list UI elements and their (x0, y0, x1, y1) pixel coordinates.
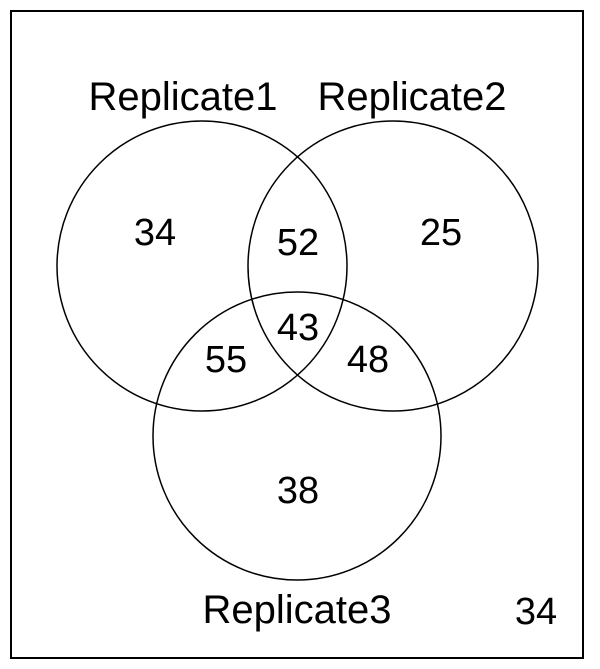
count-replicate2-replicate3: 48 (347, 339, 389, 381)
count-replicate1-replicate2: 52 (277, 222, 319, 264)
count-all-three: 43 (277, 307, 319, 349)
set-circle-replicate2 (247, 120, 539, 412)
set-circle-replicate3 (152, 291, 442, 581)
count-replicate1-only: 34 (134, 212, 176, 254)
set-label-replicate1: Replicate1 (88, 75, 277, 119)
count-replicate1-replicate3: 55 (205, 339, 247, 381)
set-label-replicate2: Replicate2 (317, 75, 506, 119)
count-replicate3-only: 38 (277, 470, 319, 512)
set-circle-replicate1 (56, 120, 348, 412)
count-outside-sets: 34 (515, 591, 557, 633)
count-replicate2-only: 25 (420, 212, 462, 254)
set-label-replicate3: Replicate3 (202, 588, 391, 632)
frame-border (10, 10, 584, 659)
